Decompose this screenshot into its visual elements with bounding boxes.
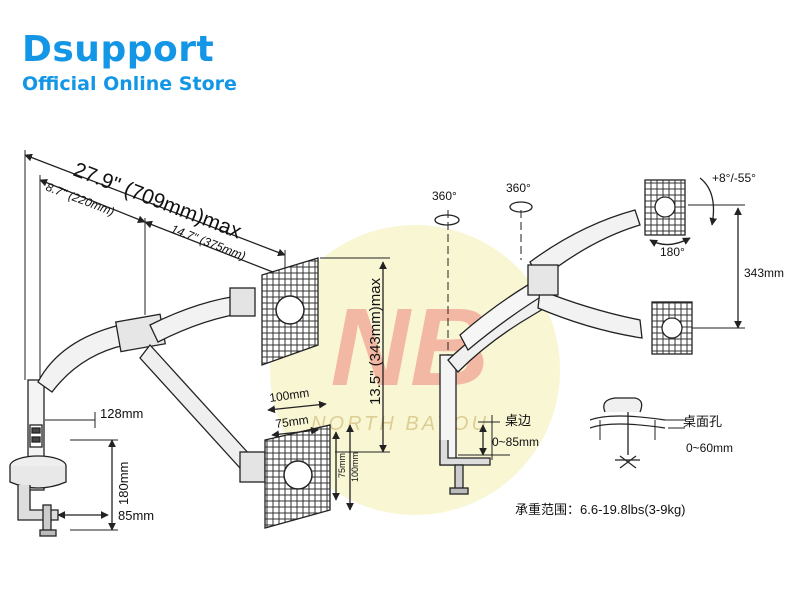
height-343-label: 343mm [744, 266, 784, 280]
grommet-label: 桌面孔 [683, 414, 722, 429]
vesa-75-side-label: 75mm [337, 453, 347, 478]
left-arm-drawing [9, 150, 390, 537]
outer-reach-dim-line [144, 220, 284, 278]
vesa-100-top-label: 100mm [268, 386, 310, 405]
height-range-label: 13.5" (343mm)max [367, 277, 384, 405]
grommet-range: 0~60mm [686, 441, 733, 455]
arm-rotation-icon [509, 201, 533, 213]
brand-block: Dsupport Official Online Store [22, 30, 237, 96]
load-capacity-label: 承重范围：6.6-19.8lbs(3-9kg) [515, 502, 686, 517]
brand-tagline: Official Online Store [22, 73, 237, 95]
rotation-180-label: 180° [660, 245, 685, 259]
pole-rotation-icon [434, 214, 460, 226]
pole-rotation-label: 360° [432, 189, 457, 203]
desk-edge-range: 0~85mm [492, 435, 539, 449]
desk-edge-label: 桌边 [505, 413, 531, 428]
watermark-circle [270, 225, 560, 515]
pole-width-label: 128mm [100, 406, 143, 421]
brand-name: Dsupport [22, 29, 215, 70]
inner-reach-dim-line [39, 178, 146, 224]
clamp-depth-label: 85mm [118, 508, 154, 523]
tilt-label: +8°/-55° [712, 171, 756, 185]
watermark-subtitle: NORTH BAYOU [311, 413, 489, 435]
base-height-label: 180mm [116, 462, 131, 505]
tilt-arrow-icon [699, 177, 718, 226]
rotate-arrow-icon [649, 237, 691, 247]
right-arm-drawing [434, 177, 745, 495]
vesa-100-side-label: 100mm [350, 452, 360, 482]
right-labels: 360° 360° +8°/-55° 180° 343mm 桌边 0~85mm … [432, 171, 784, 517]
arm-rotation-label: 360° [506, 181, 531, 195]
vesa-75-top-label: 75mm [274, 412, 309, 431]
